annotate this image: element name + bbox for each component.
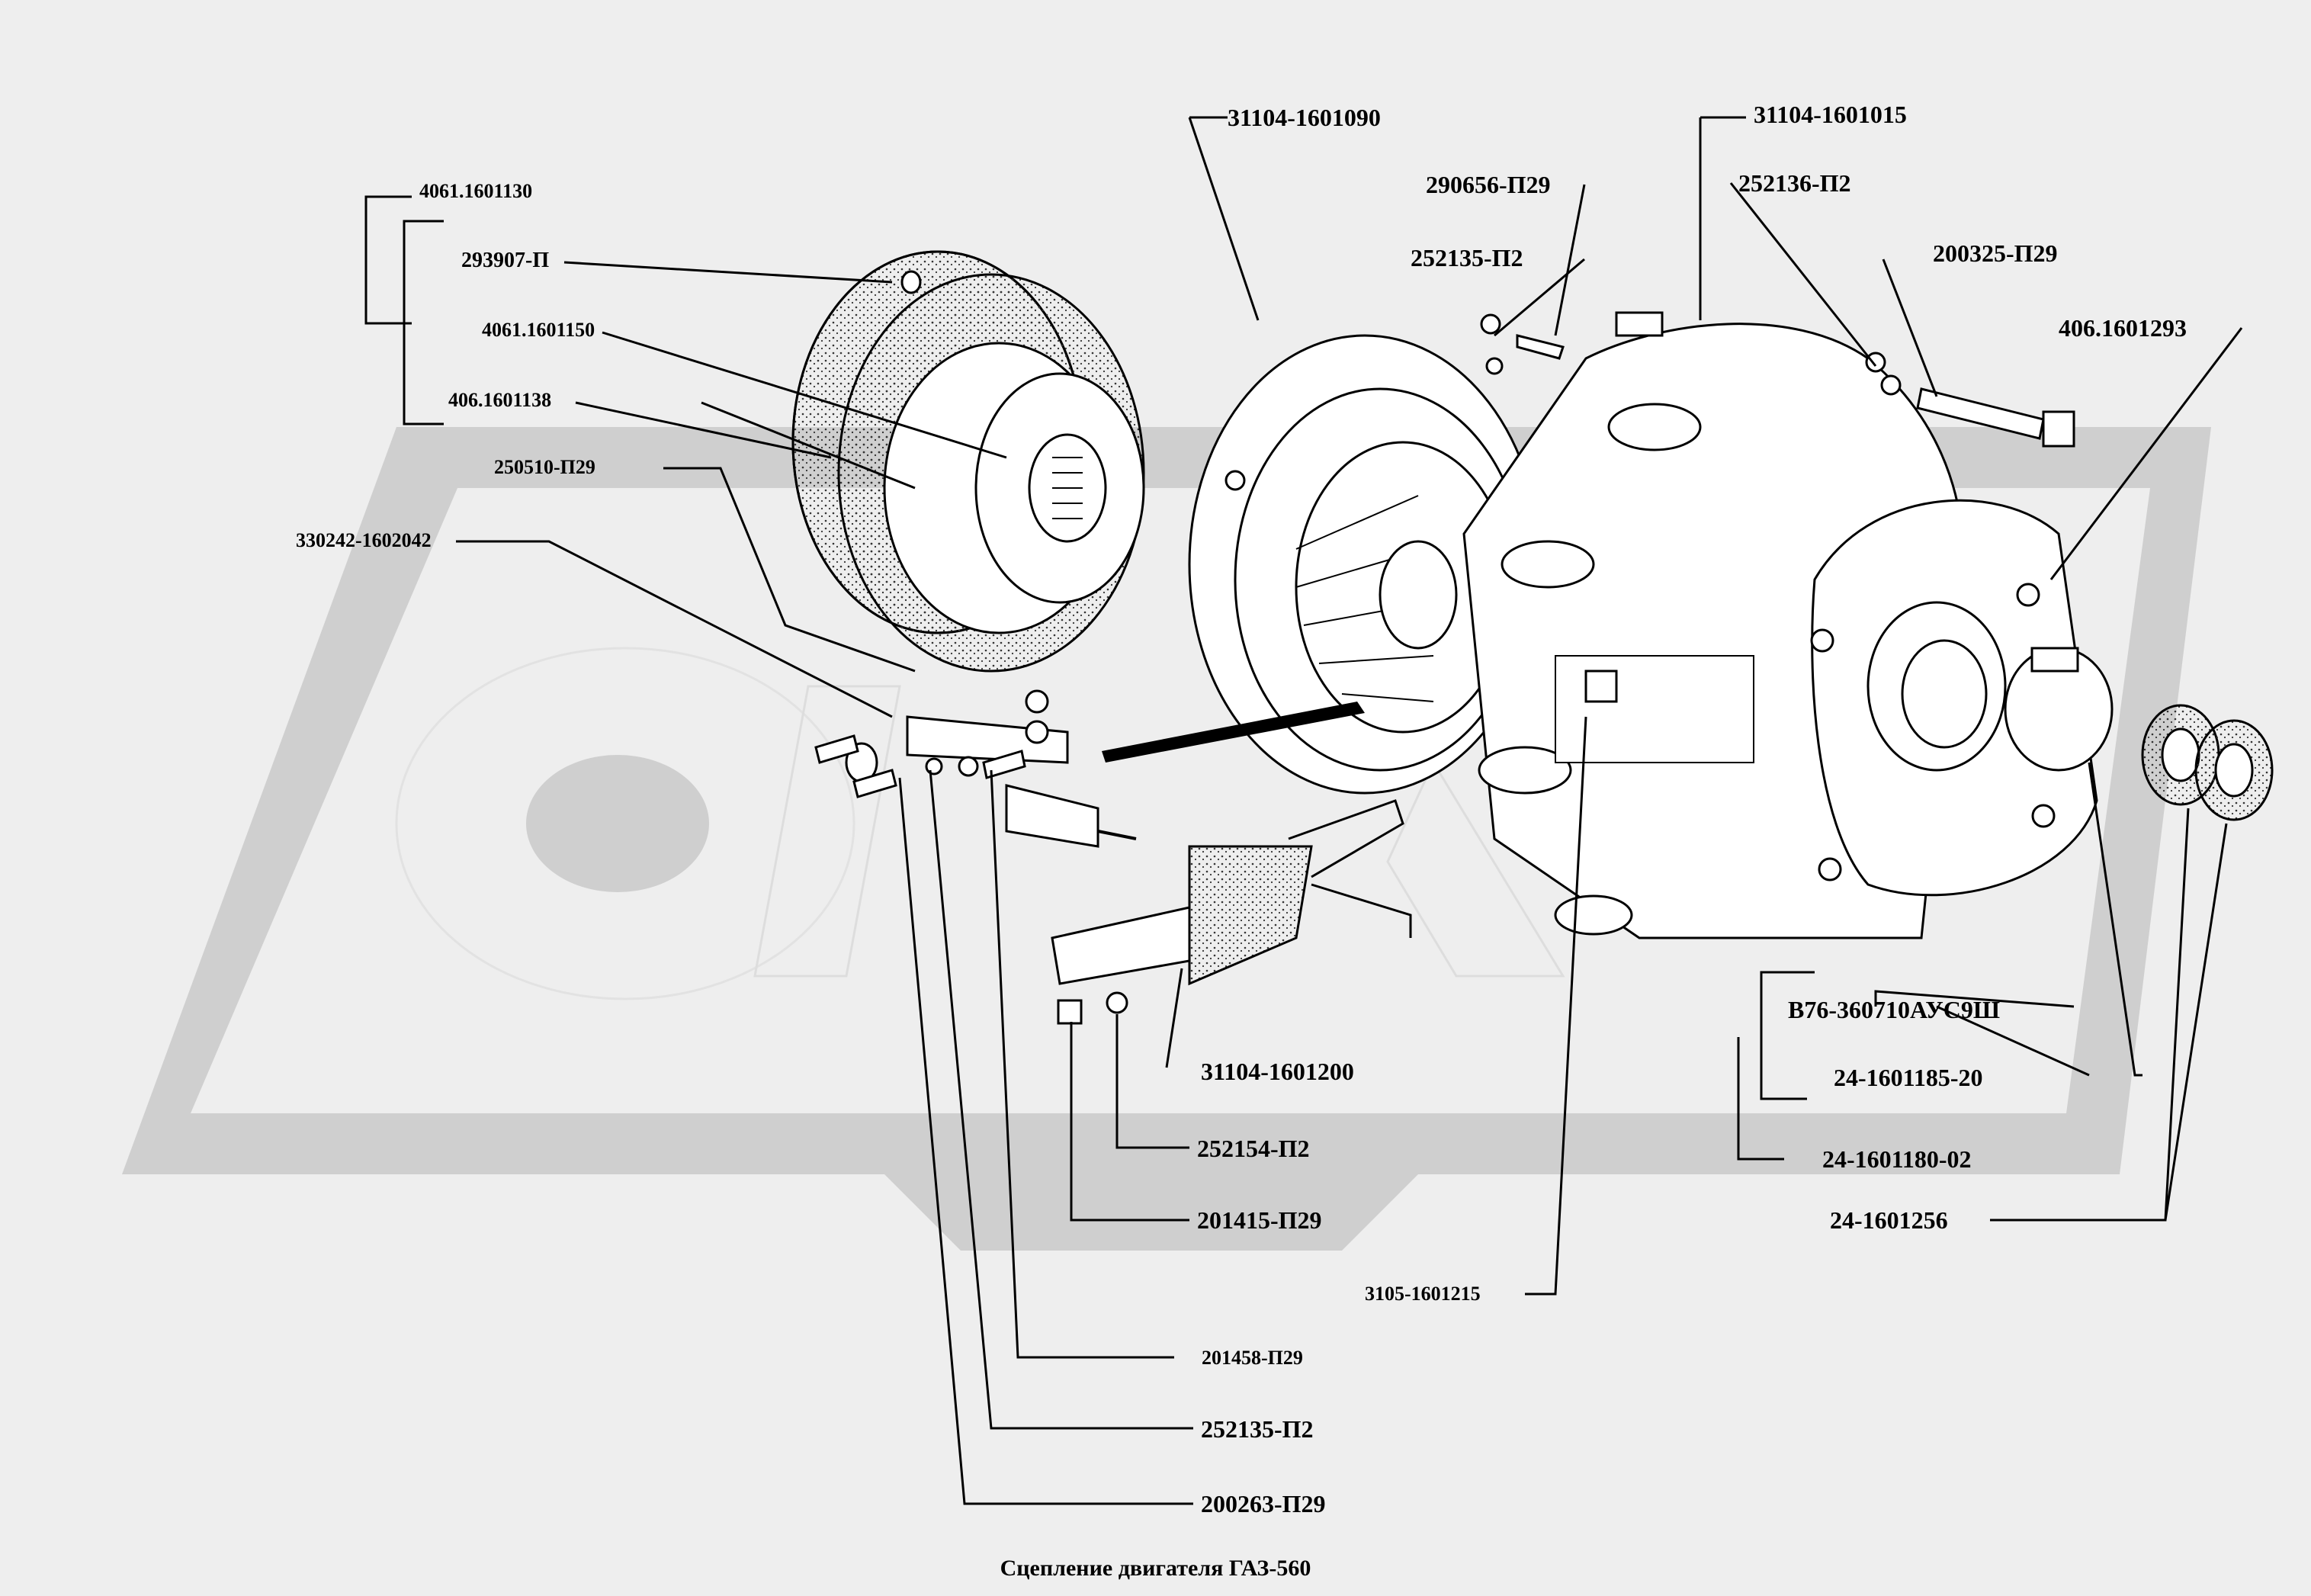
- label-252154-P2: 252154-П2: [1197, 1135, 1310, 1162]
- label-293907-P: 293907-П: [461, 249, 550, 272]
- label-24-1601185-20: 24-1601185-20: [1834, 1064, 1983, 1091]
- label-406-1601138: 406.1601138: [448, 389, 552, 411]
- bolt-icon: [1916, 387, 2075, 448]
- diagram-caption: Сцепление двигателя ГАЗ-560: [1000, 1556, 1311, 1581]
- label-201415-P29: 201415-П29: [1197, 1206, 1322, 1234]
- leader-lines: [364, 116, 2243, 1505]
- label-4061-1601150: 4061.1601150: [482, 319, 595, 341]
- label-290656-P29: 290656-П29: [1426, 171, 1551, 198]
- bearing-cover: [1810, 499, 2114, 897]
- label-200263-P29: 200263-П29: [1201, 1490, 1326, 1517]
- pointer-wedge: [1102, 702, 1365, 763]
- clutch-disc: [791, 250, 1145, 673]
- bearing-sleeves: [2141, 704, 2274, 821]
- label-24-1601256: 24-1601256: [1830, 1206, 1948, 1234]
- label-201458-P29: 201458-П29: [1202, 1347, 1303, 1369]
- label-3105-1601215: 3105-1601215: [1365, 1283, 1481, 1305]
- release-fork: [1051, 799, 1412, 986]
- label-200325-P29: 200325-П29: [1933, 239, 2058, 267]
- label-31104-1601015: 31104-1601015: [1754, 101, 1907, 128]
- label-4061-1601130: 4061.1601130: [419, 180, 533, 202]
- label-31104-1601090: 31104-1601090: [1228, 104, 1381, 131]
- label-31104-1601200: 31104-1601200: [1201, 1058, 1354, 1085]
- label-252135-P2-bottom: 252135-П2: [1201, 1415, 1314, 1443]
- label-24-1601180-02: 24-1601180-02: [1822, 1145, 1972, 1173]
- label-252135-P2-top: 252135-П2: [1411, 244, 1523, 271]
- label-250510-P29: 250510-П29: [494, 456, 595, 478]
- pressure-plate: [1188, 334, 1542, 795]
- label-330242-1602042: 330242-1602042: [296, 529, 432, 551]
- label-B76-360710: В76-360710АУС9Ш: [1788, 996, 2001, 1023]
- label-252136-P2: 252136-П2: [1738, 169, 1851, 197]
- label-406-1601293: 406.1601293: [2059, 314, 2187, 342]
- slave-cylinder: [845, 689, 1137, 848]
- fasteners: [814, 313, 1902, 1025]
